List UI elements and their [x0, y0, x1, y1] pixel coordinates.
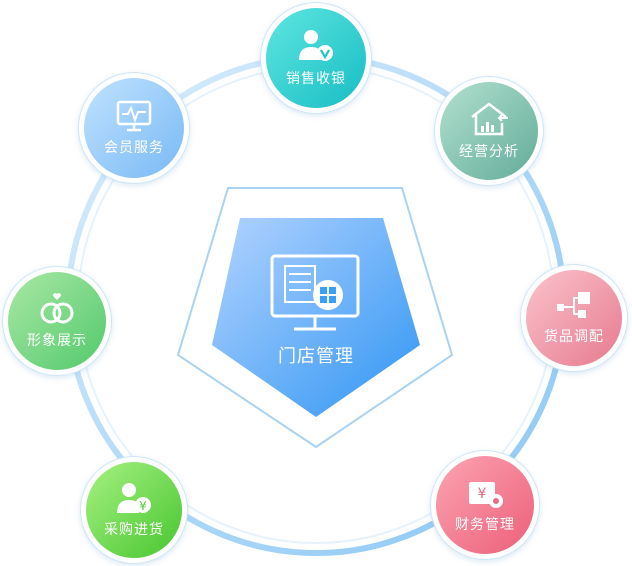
node-label: 会员服务 [104, 140, 164, 156]
rings-heart-icon [40, 293, 74, 324]
svg-text:¥: ¥ [139, 499, 147, 513]
center-label: 门店管理 [278, 346, 354, 367]
node-finance[interactable]: ¥ 财务管理 [430, 450, 540, 560]
disc-goods [526, 270, 622, 366]
svg-text:¥: ¥ [478, 486, 487, 502]
node-member[interactable]: 会员服务 [78, 72, 190, 184]
money-gear-icon: ¥ [469, 482, 503, 508]
node-goods[interactable]: 货品调配 [520, 264, 628, 372]
node-purchase[interactable]: ¥ 采购进货 [80, 456, 188, 564]
monitor-windows-icon [270, 254, 360, 331]
distribution-tree-icon [557, 292, 590, 318]
node-label: 财务管理 [455, 517, 515, 533]
node-sales[interactable]: 销售收银 [260, 2, 372, 114]
node-label: 采购进货 [104, 522, 164, 538]
node-label: 形象展示 [27, 333, 87, 349]
node-label: 货品调配 [544, 329, 604, 345]
node-image[interactable]: 形象展示 [2, 266, 112, 376]
monitor-pulse-icon [116, 100, 152, 132]
house-chart-icon [471, 102, 508, 136]
node-analysis[interactable]: 经营分析 [434, 76, 544, 186]
node-label: 销售收银 [286, 71, 346, 87]
user-yuan-icon: ¥ [117, 483, 151, 513]
disc-finance [436, 456, 534, 554]
user-checkout-icon [299, 30, 333, 61]
node-label: 经营分析 [459, 144, 519, 160]
